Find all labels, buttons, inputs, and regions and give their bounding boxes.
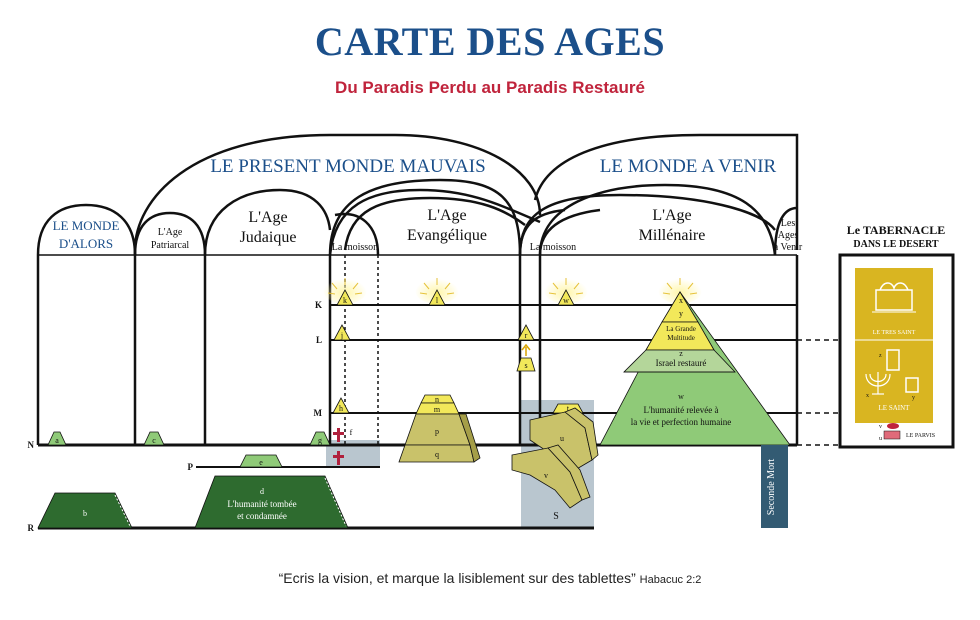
marker-l: l (436, 296, 439, 305)
marker-d: d (260, 487, 264, 496)
age-judaique-label-2: Judaique (240, 229, 297, 246)
tabernacle-y: y (912, 395, 915, 401)
marker-k: k (343, 296, 347, 305)
harvest-label-2: La moisson (530, 242, 576, 253)
arch-patriarcal (133, 211, 207, 256)
tabernacle-u: u (879, 436, 882, 442)
age-venir-label-1: Les (781, 218, 796, 229)
label-relevee-1: L'humanité relevée à (643, 405, 718, 415)
label-grande-1: La Grande (666, 325, 696, 333)
marker-v: v (544, 471, 548, 480)
marker-u: u (560, 434, 564, 443)
tabernacle-parvis: LE PARVIS (906, 433, 935, 439)
dispensation-venir-label: LE MONDE A VENIR (600, 156, 777, 177)
marker-m: m (434, 405, 441, 414)
marker-h: h (339, 404, 343, 413)
age-patriarcal-label-2: Patriarcal (151, 240, 190, 251)
age-millenaire-label-2: Millénaire (639, 227, 706, 244)
marker-x: x (679, 296, 683, 305)
label-grande-2: Multitude (667, 334, 695, 342)
plane-p-label: P (188, 462, 194, 472)
marker-z: z (679, 349, 683, 358)
arch-world-to-come (533, 133, 799, 250)
page-title: CARTE DES AGES (314, 19, 666, 64)
plane-m-label: M (314, 408, 323, 418)
arch-ages-venir (773, 206, 798, 256)
quote-reference: Habacuc 2:2 (639, 574, 702, 586)
age-evangelique-label-2: Evangélique (407, 227, 487, 244)
marker-g: g (318, 436, 322, 445)
label-humanite-tombee-1: L'humanité tombée (227, 499, 296, 509)
tabernacle-saint: LE SAINT (879, 404, 911, 412)
arch-present-evil-world (133, 133, 542, 255)
plane-k-label: K (315, 300, 322, 310)
tabernacle-z: z (879, 353, 882, 359)
marker-q: q (435, 450, 439, 459)
marker-ww: w (678, 392, 684, 401)
age-evangelique-label-1: L'Age (427, 207, 466, 224)
plane-n-label: N (28, 440, 35, 450)
arch-judaique (203, 188, 332, 256)
age-alors-label-2: D'ALORS (59, 236, 113, 251)
marker-e: e (259, 458, 263, 467)
tabernacle-tres-saint: LE TRES SAINT (873, 330, 916, 336)
arch-alors (36, 203, 137, 256)
marker-j: j (340, 331, 343, 340)
plane-l-label: L (316, 335, 322, 345)
page-subtitle: Du Paradis Perdu au Paradis Restauré (335, 78, 645, 97)
quote-text: “Ecris la vision, et marque la lisibleme… (278, 570, 636, 586)
plane-r-label: R (28, 523, 35, 533)
age-judaique-label-1: L'Age (248, 209, 287, 226)
marker-a: a (55, 436, 59, 445)
marker-f: f (350, 428, 353, 437)
harvest-label-1: La moisson (332, 242, 378, 253)
age-patriarcal-label-1: L'Age (158, 227, 183, 238)
marker-t: t (567, 404, 570, 413)
age-alors-label-1: LE MONDE (53, 218, 120, 233)
marker-S: S (553, 511, 559, 522)
label-relevee-2: la vie et perfection humaine (631, 417, 731, 427)
age-venir-label-2: Ages (778, 230, 799, 241)
tabernacle-v: v (879, 424, 882, 430)
marker-n: n (435, 395, 439, 404)
marker-b: b (83, 509, 87, 518)
dispensation-present-label: LE PRESENT MONDE MAUVAIS (210, 156, 485, 177)
label-seconde-mort: Seconde Mort (766, 459, 777, 516)
marker-c: c (152, 436, 156, 445)
marker-r: r (525, 331, 528, 340)
age-millenaire-label-1: L'Age (652, 207, 691, 224)
marker-p: p (435, 427, 439, 436)
label-humanite-tombee-2: et condamnée (237, 511, 287, 521)
tabernacle-x: x (866, 393, 869, 399)
marker-y: y (679, 309, 683, 318)
label-israel: Israel restauré (656, 358, 707, 368)
second-death-bar (761, 445, 788, 528)
age-venir-label-3: à Venir (774, 242, 803, 253)
footer-quote: “Ecris la vision, et marque la lisibleme… (0, 570, 980, 586)
tabernacle-panel: Le TABERNACLE DANS LE DESERT LE TRES SAI… (838, 223, 955, 449)
tabernacle-title-1: Le TABERNACLE (847, 223, 946, 237)
marker-s: s (524, 361, 527, 370)
marker-w: w (563, 296, 569, 305)
tabernacle-title-2: DANS LE DESERT (853, 239, 939, 250)
